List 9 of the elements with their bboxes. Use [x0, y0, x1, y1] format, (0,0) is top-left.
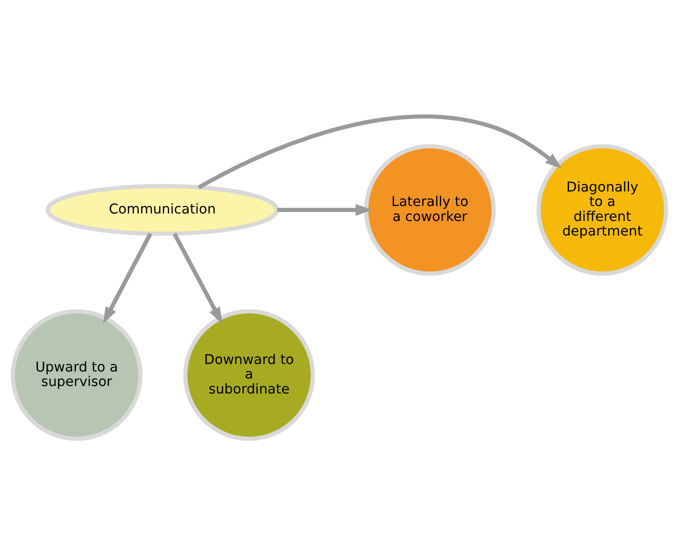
node-circle: Upward to a supervisor — [10, 308, 142, 440]
arrow — [198, 114, 562, 189]
node-ellipse: Communication — [46, 184, 280, 236]
arrow — [103, 232, 152, 324]
arrow — [172, 232, 223, 324]
node-circle: Diagonally to a different department — [536, 144, 668, 276]
arrow — [277, 204, 372, 216]
node-circle: Laterally to a coworker — [364, 144, 496, 276]
node-circle: Downward to a subordinate — [183, 308, 315, 440]
